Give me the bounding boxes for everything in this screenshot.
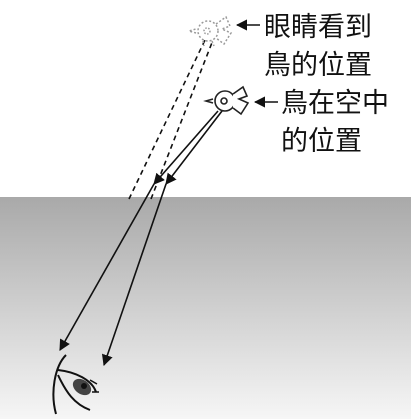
refracted-ray-right: [101, 183, 167, 367]
sight-line-dashed-left: [128, 39, 206, 200]
apparent-bird-label-line2: 鳥的位置: [264, 50, 372, 81]
sight-line-dashed-right: [150, 39, 214, 200]
actual-bird-icon: [203, 85, 250, 116]
actual-bird-label-line1: 鳥在空中: [281, 88, 389, 119]
apparent-bird-icon: [186, 15, 233, 47]
apparent-bird-label-line1: 眼睛看到: [264, 12, 372, 43]
eye-icon: [52, 354, 99, 415]
air-ray-right: [165, 110, 223, 185]
refracted-ray-left: [59, 183, 155, 351]
water-region: [0, 197, 411, 419]
air-ray-left: [153, 110, 219, 185]
actual-bird-label-line2: 的位置: [281, 126, 362, 157]
